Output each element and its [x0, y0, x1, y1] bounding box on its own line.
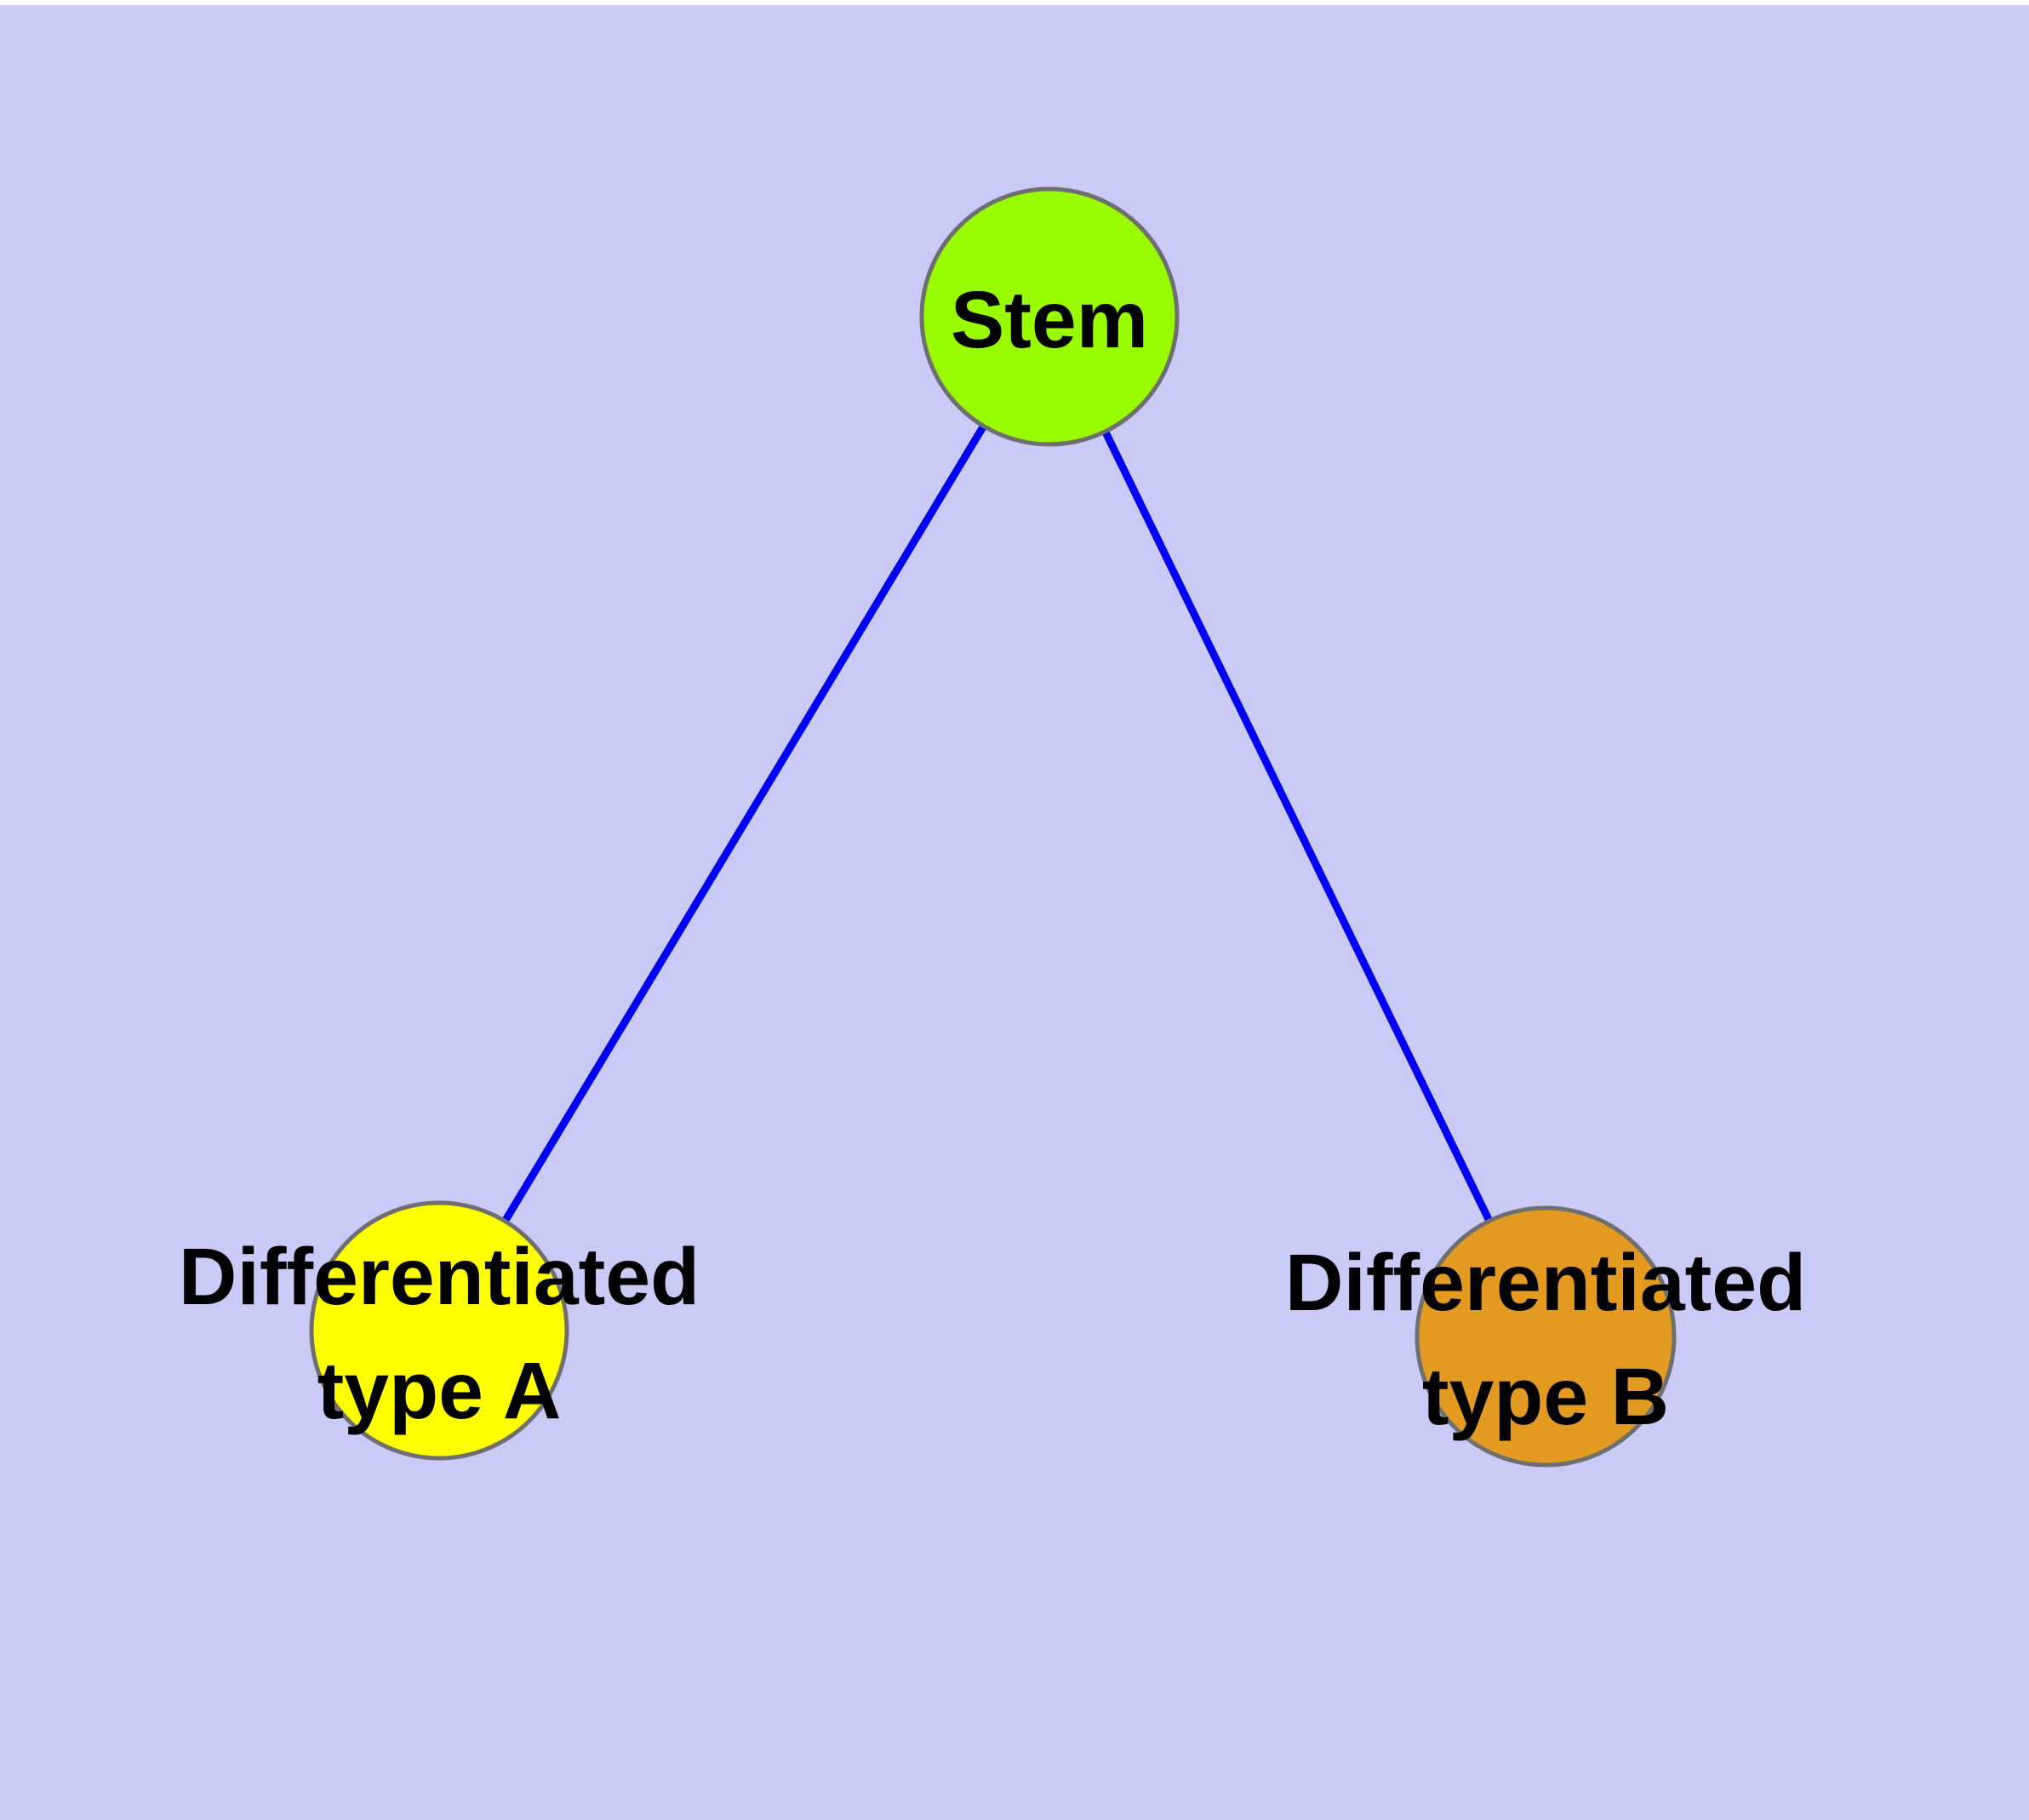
edge-stem-type-b — [1045, 315, 1550, 1338]
node-stem — [919, 186, 1180, 447]
edge-stem-type-a — [436, 314, 1053, 1333]
node-type-b — [1415, 1205, 1677, 1468]
node-type-a — [309, 1200, 569, 1461]
